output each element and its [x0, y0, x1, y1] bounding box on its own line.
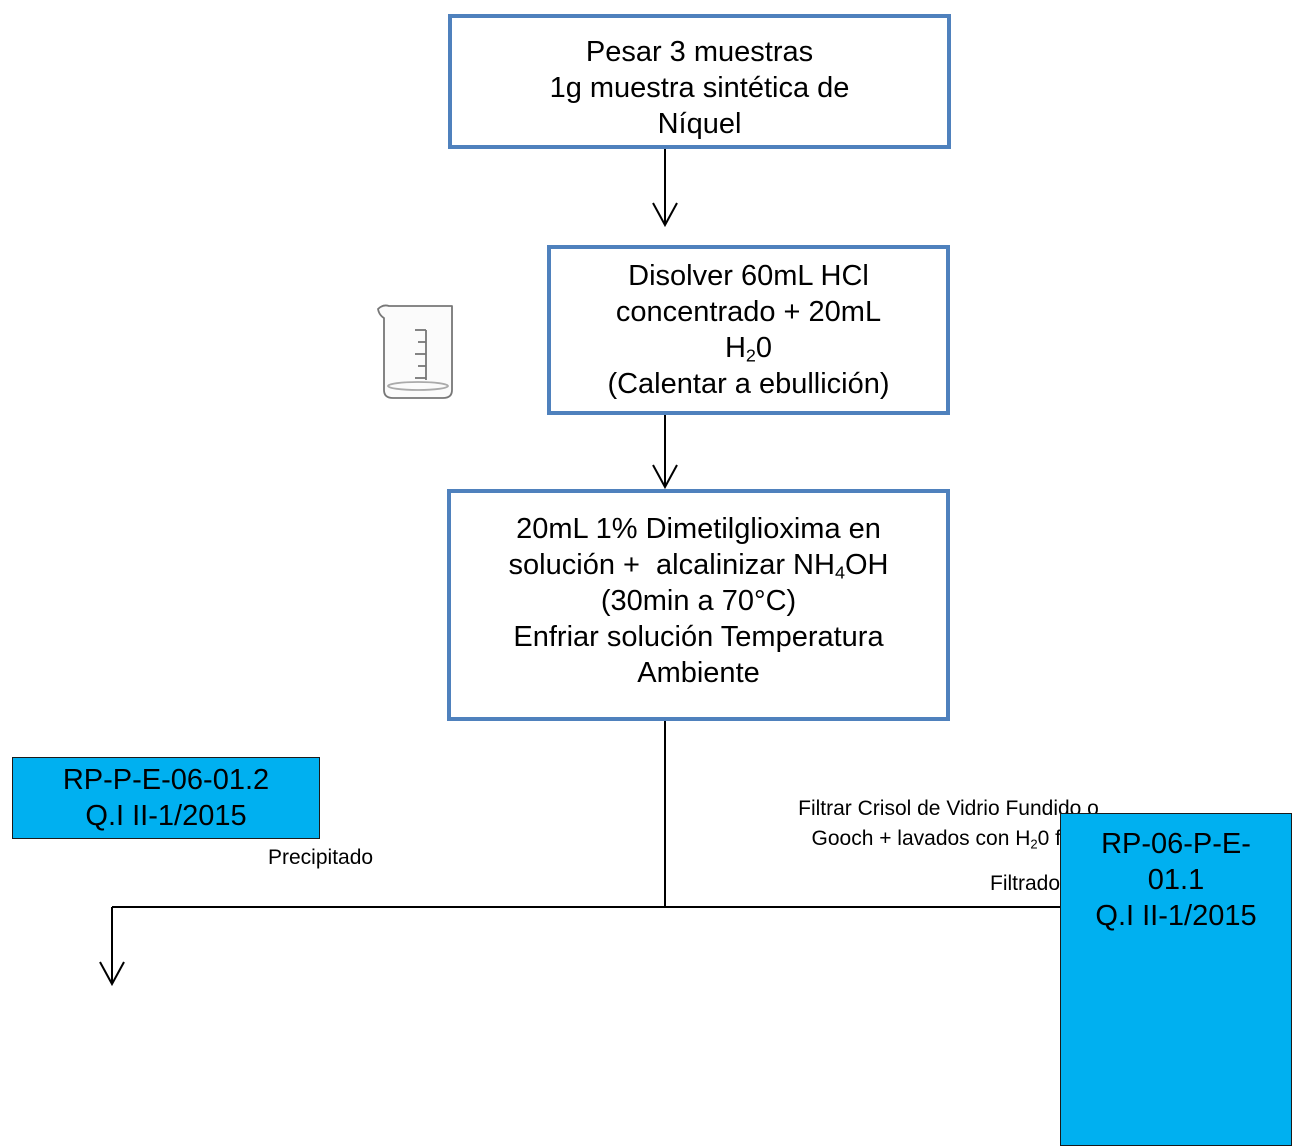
step3-line2-pre: solución + alcalinizar NH — [508, 549, 835, 581]
step3-line2-post: OH — [844, 549, 889, 581]
step2-line3: H20 — [725, 330, 772, 366]
step2-line4: (Calentar a ebullición) — [607, 368, 890, 400]
step3-line2-sub: 4 — [834, 562, 845, 583]
arrow-head-2 — [652, 464, 678, 490]
step2-line2: concentrado + 20mL — [615, 296, 882, 328]
result-right-line1: RP-06-P-E- — [1101, 828, 1251, 860]
arrow-head-left — [99, 961, 125, 987]
filtrar-line1: Filtrar Crisol de Vidrio Fundido o — [798, 797, 1099, 820]
result-left-line1: RP-P-E-06-01.2 — [62, 764, 270, 796]
result-filtrado: RP-06-P-E- 01.1 Q.I II-1/2015 — [1060, 813, 1292, 1146]
step3-line3: (30min a 70°C) — [600, 585, 797, 617]
filtrar-line2-sub: 2 — [1030, 836, 1038, 852]
arrow-head-1 — [652, 202, 678, 228]
step-dissolve: Disolver 60mL HCl concentrado + 20mL H20… — [547, 245, 950, 415]
result-right-line2: 01.1 — [1147, 864, 1205, 896]
step2-line3-rest: 0 — [755, 332, 773, 364]
step-precipitate: 20mL 1% Dimetilglioxima en solución + al… — [447, 489, 950, 721]
step3-line4: Enfriar solución Temperatura — [513, 621, 884, 653]
step2-line1: Disolver 60mL HCl — [628, 260, 869, 292]
step3-line2: solución + alcalinizar NH4OH — [509, 547, 889, 583]
step1-line1: Pesar 3 muestras — [585, 36, 814, 68]
step1-line2: 1g muestra sintética de — [549, 72, 850, 104]
result-right-line3: Q.I II-1/2015 — [1095, 900, 1257, 932]
step3-line5: Ambiente — [637, 657, 760, 689]
result-precipitado: RP-P-E-06-01.2 Q.I II-1/2015 — [12, 757, 320, 839]
beaker-icon — [377, 304, 453, 399]
step3-line1: 20mL 1% Dimetilglioxima en — [516, 513, 881, 545]
label-precipitado: Precipitado — [268, 846, 374, 869]
filtrar-line2-pre: Gooch + lavados con H — [811, 827, 1031, 850]
step1-line3: Níquel — [657, 108, 742, 140]
label-filtrado: Filtrado — [990, 872, 1061, 895]
step2-line3-h: H — [724, 332, 746, 364]
result-left-line2: Q.I II-1/2015 — [85, 800, 247, 832]
step2-line3-sub: 2 — [745, 345, 756, 366]
step-weigh-samples: Pesar 3 muestras 1g muestra sintética de… — [448, 14, 951, 149]
